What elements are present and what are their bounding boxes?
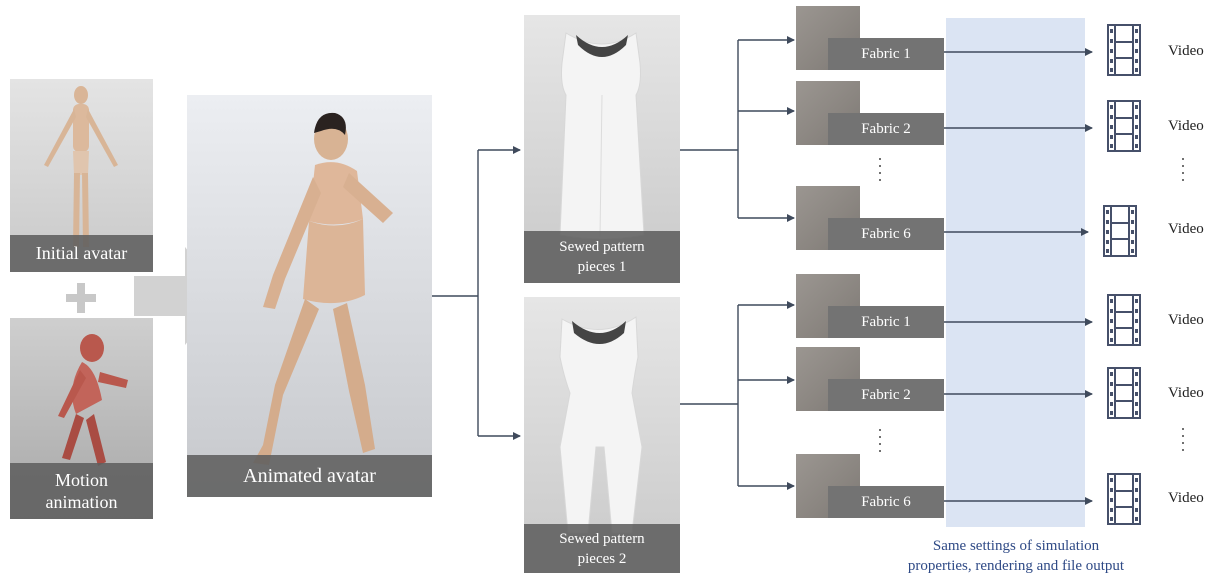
film-icon bbox=[1106, 23, 1142, 77]
sewed-pattern-2-label: Sewed pattern pieces 2 bbox=[559, 529, 644, 569]
fabric-label: Fabric 2 bbox=[828, 113, 944, 145]
video-label: Video bbox=[1168, 385, 1204, 402]
film-icon bbox=[1106, 99, 1142, 153]
motion-animation-panel: Motion animation bbox=[10, 318, 153, 519]
plus-icon bbox=[66, 283, 96, 313]
fabric-label: Fabric 2 bbox=[828, 379, 944, 411]
animated-avatar-panel: Animated avatar bbox=[187, 95, 432, 497]
fabric-block: Fabric 1 bbox=[796, 274, 944, 338]
video-label: Video bbox=[1168, 221, 1204, 238]
animated-avatar-label: Animated avatar bbox=[243, 465, 376, 488]
initial-avatar-panel: Initial avatar bbox=[10, 79, 153, 272]
fabric-block: Fabric 2 bbox=[796, 347, 944, 411]
fabric-label: Fabric 6 bbox=[828, 486, 944, 518]
fabric-ellipsis-1 bbox=[878, 158, 882, 186]
animated-avatar-caption: Animated avatar bbox=[187, 455, 432, 497]
initial-avatar-caption: Initial avatar bbox=[10, 235, 153, 272]
sewed-pattern-1-caption: Sewed pattern pieces 1 bbox=[524, 231, 680, 283]
film-icon bbox=[1106, 366, 1142, 420]
motion-animation-label: Motion animation bbox=[46, 469, 118, 513]
film-icon bbox=[1106, 293, 1142, 347]
fabric-block: Fabric 2 bbox=[796, 81, 944, 145]
animated-avatar-figure bbox=[187, 95, 432, 497]
fabric-label: Fabric 6 bbox=[828, 218, 944, 250]
motion-animation-caption: Motion animation bbox=[10, 463, 153, 519]
video-label: Video bbox=[1168, 43, 1204, 60]
film-icon bbox=[1102, 204, 1138, 258]
sewed-pattern-1-panel: Sewed pattern pieces 1 bbox=[524, 15, 680, 283]
settings-note: Same settings of simulation properties, … bbox=[860, 536, 1172, 576]
sewed-pattern-2-caption: Sewed pattern pieces 2 bbox=[524, 524, 680, 573]
video-label: Video bbox=[1168, 312, 1204, 329]
fabric-block: Fabric 1 bbox=[796, 6, 944, 70]
video-ellipsis-2 bbox=[1181, 428, 1185, 456]
initial-avatar-label: Initial avatar bbox=[36, 243, 127, 264]
video-label: Video bbox=[1168, 118, 1204, 135]
fabric-block: Fabric 6 bbox=[796, 454, 944, 518]
sewed-pattern-1-label: Sewed pattern pieces 1 bbox=[559, 237, 644, 277]
sewed-pattern-2-panel: Sewed pattern pieces 2 bbox=[524, 297, 680, 573]
fabric-label: Fabric 1 bbox=[828, 38, 944, 70]
fabric-block: Fabric 6 bbox=[796, 186, 944, 250]
film-icon bbox=[1106, 472, 1142, 526]
video-ellipsis-1 bbox=[1181, 158, 1185, 186]
video-label: Video bbox=[1168, 490, 1204, 507]
fabric-label: Fabric 1 bbox=[828, 306, 944, 338]
fabric-ellipsis-2 bbox=[878, 429, 882, 457]
